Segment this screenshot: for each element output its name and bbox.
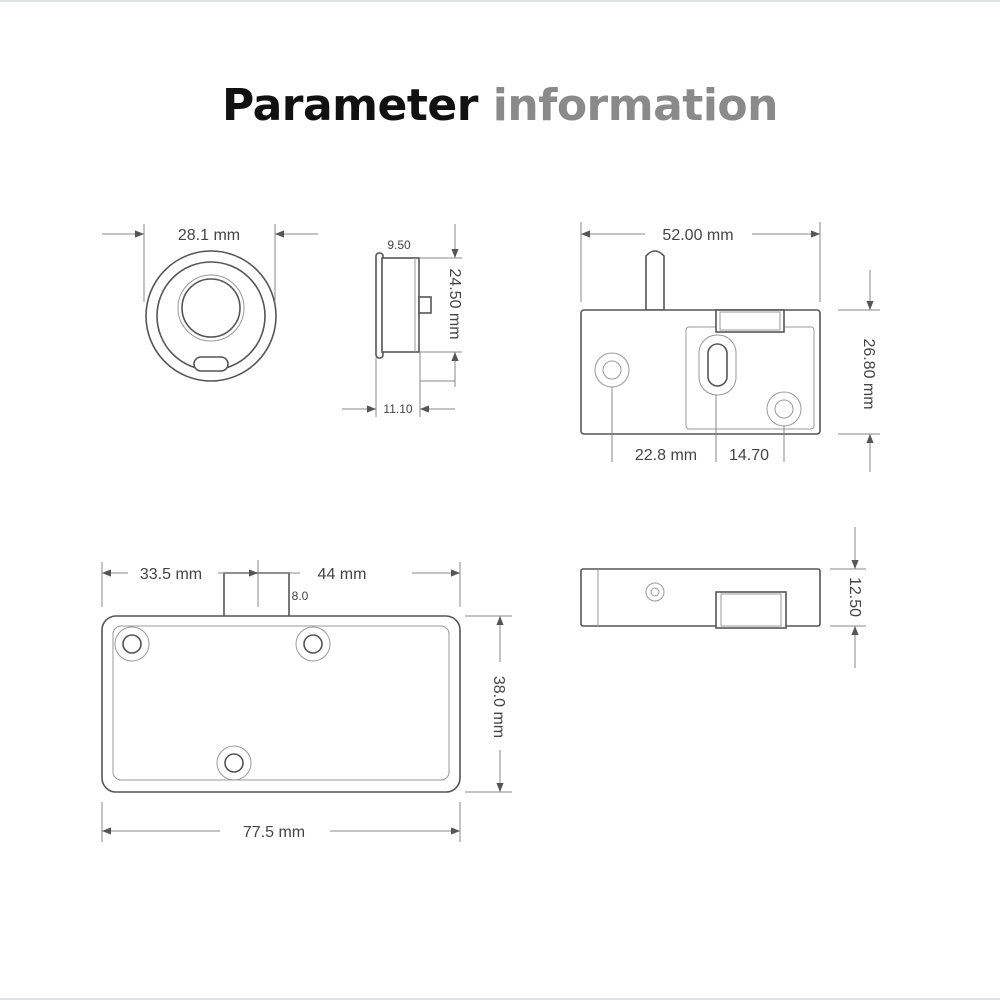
tab-width-label: 8.0 — [292, 589, 309, 603]
top-height-label: 26.80 mm — [860, 338, 877, 409]
base-view: 33.5 mm 44 mm 8.0 38.0 mm 77.5 mm — [101, 560, 512, 842]
title-part-1: Parameter — [222, 80, 478, 131]
page-title: Parameter information — [0, 80, 1000, 131]
title-part-2: information — [492, 80, 779, 131]
base-height-label: 38.0 mm — [490, 676, 507, 738]
base-width-label: 77.5 mm — [243, 824, 305, 841]
side-depth-label: 11.10 — [383, 402, 412, 416]
front-view: 28.1 mm — [102, 224, 318, 382]
top-width-label: 52.00 mm — [662, 227, 733, 244]
top-view: 52.00 mm 26.80 mm 22.8 mm 14.70 — [580, 222, 880, 472]
hole-spacing-2-label: 14.70 — [729, 447, 769, 464]
right-offset-label: 44 mm — [318, 566, 367, 583]
thickness-label: 12.50 — [846, 577, 863, 617]
side-height-label: 24.50 mm — [446, 268, 463, 339]
thin-side-view: 12.50 — [580, 527, 866, 668]
front-diameter-label: 28.1 mm — [178, 227, 240, 244]
side-flange-label: 9.50 — [387, 238, 411, 252]
left-offset-label: 33.5 mm — [140, 566, 202, 583]
side-view: 9.50 24.50 mm 11.10 — [342, 224, 463, 417]
hole-spacing-1-label: 22.8 mm — [635, 447, 697, 464]
